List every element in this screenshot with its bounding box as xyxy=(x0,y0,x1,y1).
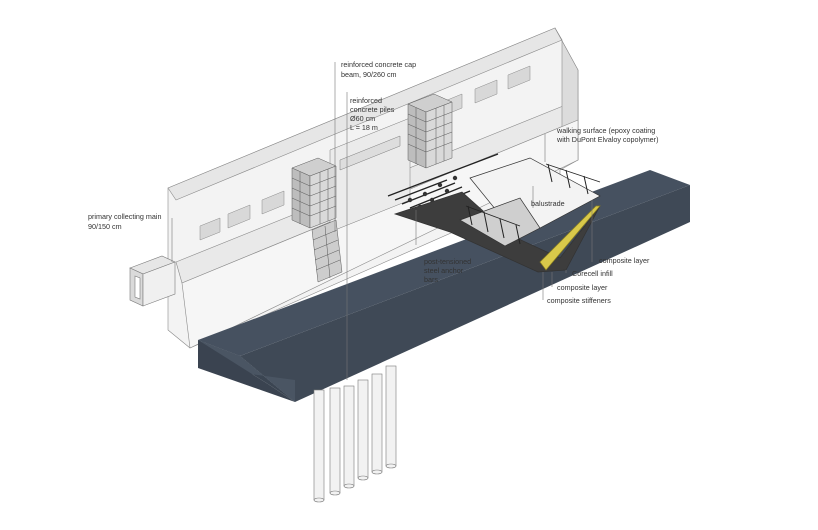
wall-openings xyxy=(199,65,531,241)
pile-6 xyxy=(385,365,397,467)
label-composite-bottom: composite layer xyxy=(557,283,608,292)
label-piles-2: concrete piles xyxy=(350,105,395,114)
deck-front-face xyxy=(198,340,295,402)
pile-4 xyxy=(357,379,369,479)
label-anchor-1: post-tensioned xyxy=(424,257,471,266)
label-composite-top: composite layer xyxy=(599,256,650,265)
label-anchor-2: steel anchor xyxy=(424,266,464,275)
label-piles-4: L = 18 m xyxy=(350,123,378,132)
stone-pier-right xyxy=(407,93,453,169)
leader-lines xyxy=(171,62,593,380)
label-cap-beam-1: reinforced concrete cap xyxy=(341,60,416,69)
pile-2 xyxy=(329,387,341,494)
label-balustrade: balustrade xyxy=(531,199,565,208)
cap-beam xyxy=(329,117,411,233)
cantilever-shell xyxy=(393,157,601,273)
label-cap-beam-2: beam, 90/260 cm xyxy=(341,70,397,79)
label-walking-2: with DuPont Elvaloy copolymer) xyxy=(556,135,658,144)
label-stiffeners: composite stiffeners xyxy=(547,296,611,305)
label-piles-1: reinforced xyxy=(350,96,382,105)
pile-1 xyxy=(313,389,325,501)
label-collecting-1: primary collecting main xyxy=(88,212,162,221)
label-corecell: Corecell infill xyxy=(572,269,613,278)
piles xyxy=(313,365,397,503)
label-walking-1: walking surface (epoxy coating xyxy=(556,126,655,135)
pile-3 xyxy=(343,385,355,487)
stone-pier-left xyxy=(291,157,343,283)
label-anchor-3: bars xyxy=(424,275,438,284)
anchor-plates xyxy=(407,175,458,210)
label-collecting-2: 90/150 cm xyxy=(88,222,122,231)
collecting-main xyxy=(129,255,176,307)
labels: reinforced concrete cap beam, 90/260 cm … xyxy=(88,60,658,305)
pile-5 xyxy=(371,373,383,473)
label-piles-3: Ø60 cm xyxy=(350,114,375,123)
